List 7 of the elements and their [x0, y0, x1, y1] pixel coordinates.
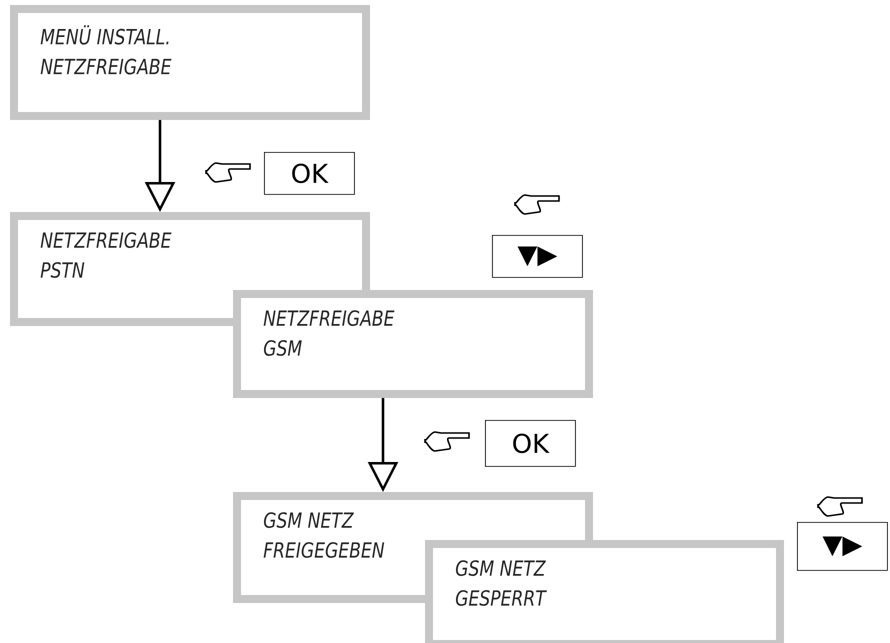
display-box: GSM NETZ GESPERRT: [425, 540, 784, 643]
display-box: MENÜ INSTALL. NETZFREIGABE: [10, 5, 370, 120]
display-box: NETZFREIGABE GSM: [233, 290, 593, 398]
key-button: ▼▶: [492, 235, 583, 278]
key-button: OK: [264, 152, 355, 195]
key-button: ▼▶: [797, 522, 888, 571]
key-button: OK: [485, 420, 576, 467]
